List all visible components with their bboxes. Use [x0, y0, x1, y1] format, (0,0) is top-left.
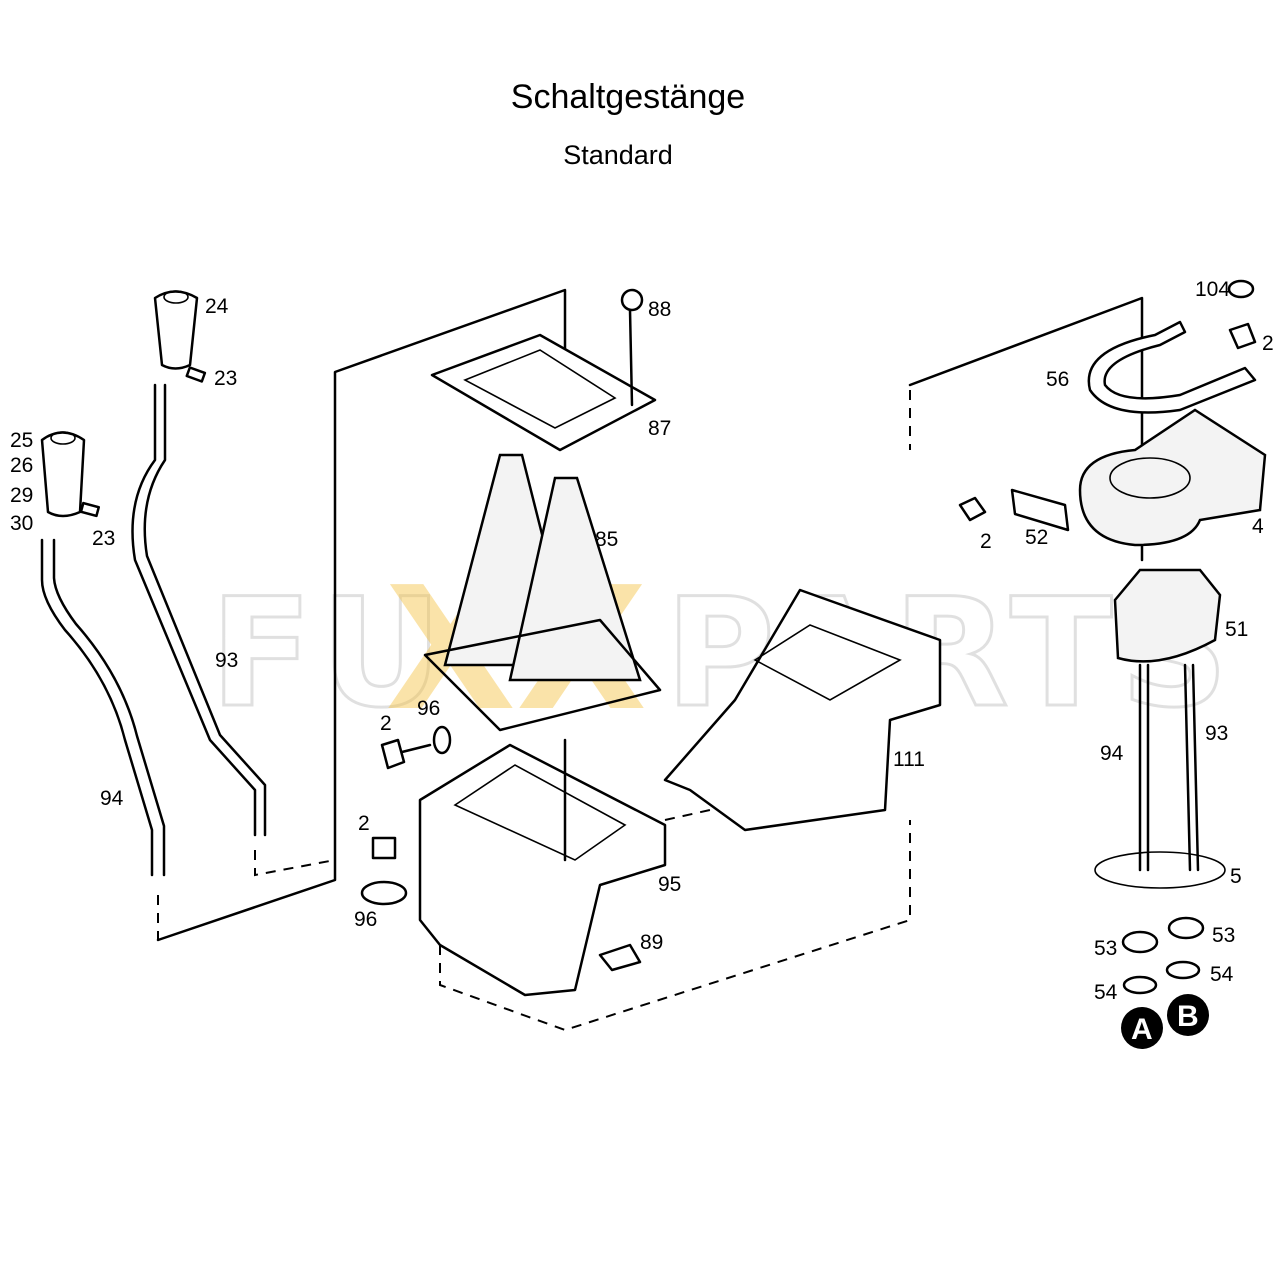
label-85: 85	[595, 528, 618, 551]
label-104: 104	[1195, 278, 1230, 301]
svg-text:A: A	[1131, 1013, 1153, 1046]
plate-87	[430, 288, 657, 452]
bracket-left-group	[156, 288, 567, 942]
cable-seal-51	[1094, 568, 1226, 889]
boot-85	[423, 453, 662, 732]
svg-text:B: B	[1177, 1000, 1199, 1033]
label-53: 53	[1212, 924, 1235, 947]
label-56: 56	[1046, 368, 1069, 391]
label-93: 93	[1205, 722, 1228, 745]
marker-b: B	[1167, 994, 1209, 1036]
u-bracket-56	[1087, 320, 1257, 414]
label-54: 54	[1210, 963, 1234, 986]
label-54: 54	[1094, 981, 1118, 1004]
label-29: 29	[10, 484, 33, 507]
label-96: 96	[417, 697, 440, 720]
label-5: 5	[1230, 865, 1242, 888]
label-2: 2	[1262, 332, 1274, 355]
label-2: 2	[358, 812, 370, 835]
label-23: 23	[92, 527, 115, 550]
diagram-subtitle: Standard	[563, 140, 673, 170]
label-51: 51	[1225, 618, 1248, 641]
label-93: 93	[215, 649, 238, 672]
console-111	[663, 588, 942, 832]
grommets-53-54	[1121, 916, 1205, 995]
label-4: 4	[1252, 515, 1264, 538]
label-52: 52	[1025, 526, 1048, 549]
marker-a: A	[1121, 1007, 1163, 1049]
label-23: 23	[214, 367, 237, 390]
label-2: 2	[980, 530, 992, 553]
label-24: 24	[205, 295, 229, 318]
label-30: 30	[10, 512, 33, 535]
label-111: 111	[893, 748, 925, 771]
mount-4	[1078, 408, 1267, 547]
label-26: 26	[10, 454, 33, 477]
label-94: 94	[1100, 742, 1124, 765]
label-88: 88	[648, 298, 671, 321]
bolt-washer-left	[360, 725, 642, 972]
label-95: 95	[658, 873, 681, 896]
gear-lever-94	[40, 431, 166, 877]
housing-95	[418, 738, 667, 997]
label-2: 2	[380, 712, 392, 735]
part-labels: 24 23 25 26 29 30 23 93 94 88 87 85 2 96…	[10, 278, 1274, 1004]
label-25: 25	[10, 429, 33, 452]
label-94: 94	[100, 787, 124, 810]
gear-lever-93	[131, 290, 267, 837]
label-89: 89	[640, 931, 663, 954]
label-96: 96	[354, 908, 377, 931]
label-87: 87	[648, 417, 671, 440]
bolt-52	[958, 279, 1257, 532]
diagram-title: Schaltgestänge	[510, 78, 746, 116]
label-53: 53	[1094, 937, 1117, 960]
watermark-left: FU	[210, 567, 450, 741]
